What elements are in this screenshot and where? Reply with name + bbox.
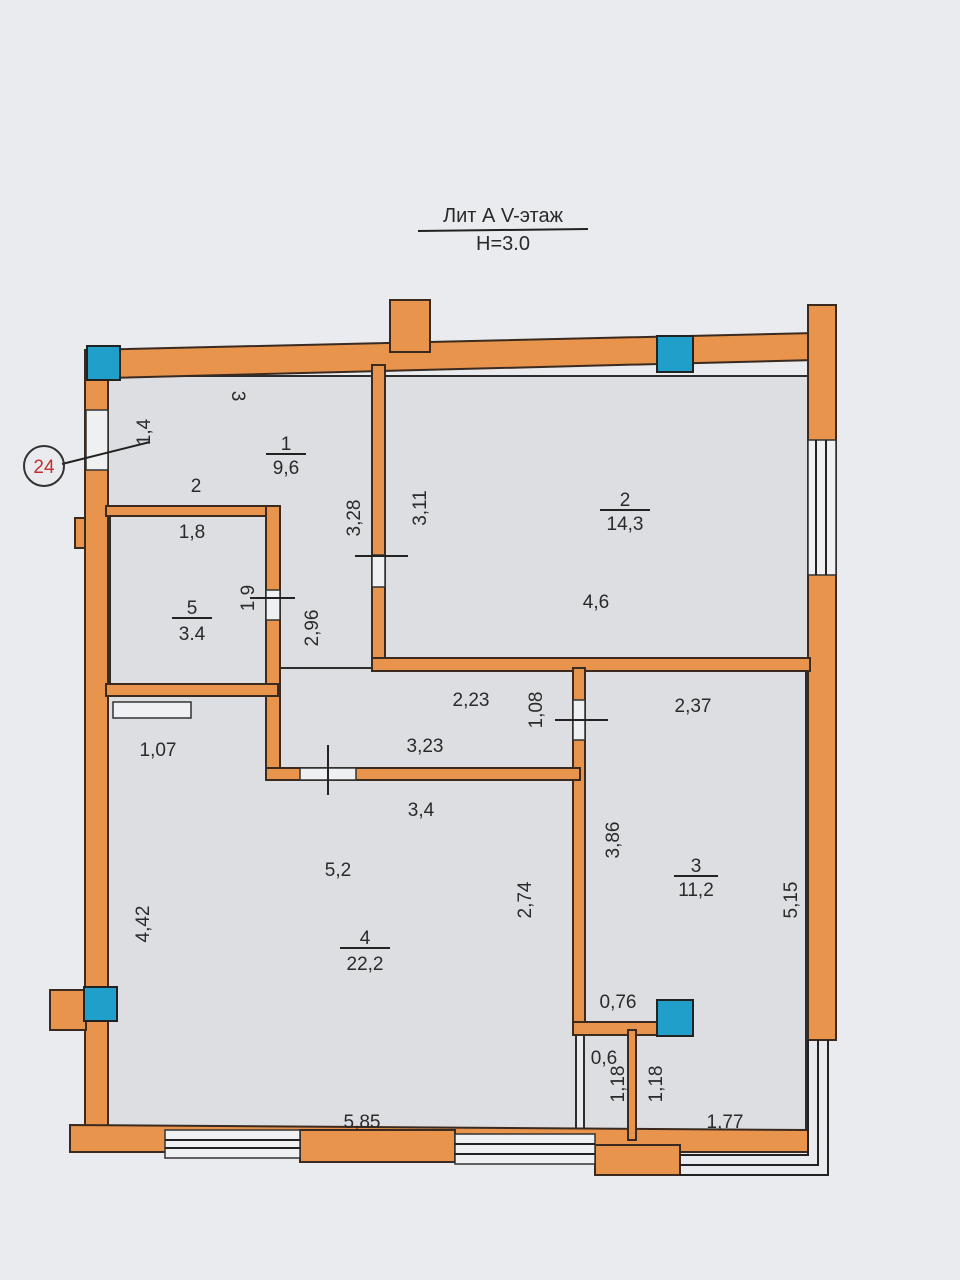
dimension-labels: 3 1,4 2 1,8 1,9 2,96 3,28 3,11 4,6 2,23 … <box>133 391 802 1133</box>
marker-label: 24 <box>33 457 55 478</box>
ventilation-shaft <box>656 335 694 373</box>
svg-text:1,18: 1,18 <box>608 1066 629 1103</box>
svg-text:1,4: 1,4 <box>134 418 155 445</box>
room-5 <box>109 513 269 685</box>
svg-text:1,77: 1,77 <box>707 1112 744 1133</box>
svg-text:2,96: 2,96 <box>302 610 323 647</box>
svg-text:5,85: 5,85 <box>344 1112 381 1133</box>
svg-text:3: 3 <box>227 391 248 402</box>
svg-text:4,42: 4,42 <box>133 906 154 943</box>
svg-text:3,28: 3,28 <box>344 500 365 537</box>
ventilation-shaft <box>656 999 694 1037</box>
plan-height: Н=3.0 <box>476 233 530 255</box>
svg-text:1,9: 1,9 <box>238 585 259 611</box>
svg-text:1,8: 1,8 <box>179 522 205 543</box>
ventilation-shaft <box>83 986 118 1022</box>
svg-text:22,2: 22,2 <box>347 954 384 975</box>
svg-text:4,6: 4,6 <box>583 592 609 613</box>
svg-text:14,3: 14,3 <box>607 514 644 535</box>
svg-text:5,15: 5,15 <box>781 882 802 919</box>
room-label-2: 2 14,3 <box>600 490 650 535</box>
room-label-1: 1 9,6 <box>266 434 306 479</box>
svg-text:2: 2 <box>620 490 631 511</box>
svg-text:5,2: 5,2 <box>325 860 351 881</box>
windows <box>85 409 837 1176</box>
svg-text:3,86: 3,86 <box>603 822 624 859</box>
svg-text:3: 3 <box>691 856 702 877</box>
marker-circle <box>23 445 65 487</box>
room-2 <box>383 375 811 661</box>
svg-text:0,6: 0,6 <box>591 1048 617 1069</box>
svg-text:9,6: 9,6 <box>273 458 299 479</box>
svg-text:1,07: 1,07 <box>140 740 177 761</box>
svg-text:2,37: 2,37 <box>675 696 712 717</box>
svg-text:1: 1 <box>281 434 292 455</box>
plan-title: Лит А V-этаж <box>443 205 564 227</box>
svg-text:11,2: 11,2 <box>678 880 714 901</box>
svg-text:3,4: 3,4 <box>408 800 435 821</box>
svg-text:3,11: 3,11 <box>410 490 431 526</box>
svg-text:2: 2 <box>191 476 202 497</box>
svg-text:3,23: 3,23 <box>407 736 444 757</box>
title-divider <box>417 228 589 232</box>
ventilation-shaft <box>86 345 121 381</box>
room-label-3: 3 11,2 <box>674 856 718 901</box>
svg-text:0,76: 0,76 <box>600 992 637 1013</box>
room-3 <box>583 669 807 1151</box>
svg-text:3.4: 3.4 <box>179 624 206 645</box>
svg-text:2,23: 2,23 <box>453 690 490 711</box>
svg-text:1,08: 1,08 <box>526 692 547 729</box>
room-label-4: 4 22,2 <box>340 928 390 975</box>
svg-text:5: 5 <box>187 598 198 619</box>
marker-leader <box>61 441 151 465</box>
room-label-5: 5 3.4 <box>172 598 212 645</box>
svg-text:4: 4 <box>360 928 371 949</box>
svg-text:1,18: 1,18 <box>646 1066 667 1103</box>
svg-text:2,74: 2,74 <box>515 881 536 918</box>
